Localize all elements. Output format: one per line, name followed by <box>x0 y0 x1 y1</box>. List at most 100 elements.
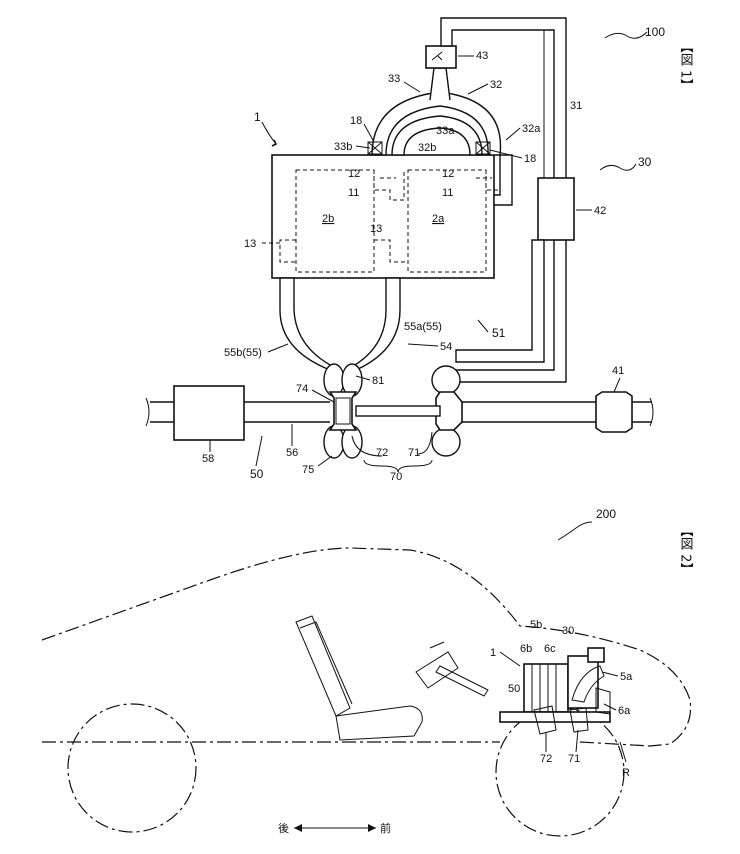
ref-12-left: 12 <box>348 168 360 180</box>
ref-55a: 55a(55) <box>404 321 442 333</box>
ref-56: 56 <box>286 447 298 459</box>
intake-runner-inner <box>391 115 483 156</box>
leader-100 <box>604 31 648 39</box>
leader-30 <box>599 163 637 171</box>
ref-6a: 6a <box>618 705 631 717</box>
ref-18-left: 18 <box>350 115 362 127</box>
ref-33: 33 <box>388 73 400 85</box>
figure-1-label: 【図 1】 <box>678 40 694 91</box>
seat <box>295 615 423 741</box>
air-cleaner-41 <box>595 391 633 433</box>
ref-30: 30 <box>638 155 652 169</box>
throttle-43 <box>425 45 457 69</box>
ref-32a: 32a <box>522 123 541 135</box>
intake-y-pipe <box>429 67 451 101</box>
ref-5b: 5b <box>530 619 542 631</box>
front-wheel <box>495 707 625 837</box>
direction-front: 前 <box>380 821 391 835</box>
turbine-housing-74 <box>323 363 363 459</box>
ref-13-left: 13 <box>244 238 256 250</box>
ref-70: 70 <box>390 471 402 483</box>
ref-11-right: 11 <box>442 187 453 199</box>
ref-42: 42 <box>594 205 606 217</box>
direction-indicator: 後 前 <box>278 821 391 835</box>
leader-54 <box>407 343 439 347</box>
exhaust-port-2b <box>279 239 296 263</box>
ref-50: 50 <box>250 467 264 481</box>
ref-41: 41 <box>612 365 624 377</box>
arrow-right-icon <box>368 824 376 832</box>
cylinder-2a <box>407 169 487 273</box>
intake-runner-32a <box>493 154 513 206</box>
intake-inlet <box>632 401 652 423</box>
engine-compartment <box>499 647 611 735</box>
leader-fig2-71 <box>575 729 579 753</box>
fig2-ref-30: 30 <box>562 625 574 637</box>
fig2-ref-72: 72 <box>540 753 552 765</box>
leader-71 <box>417 431 433 455</box>
muffler-58 <box>173 385 245 441</box>
intercooler-42 <box>537 177 575 241</box>
ref-18-right: 18 <box>524 153 536 165</box>
ref-55b: 55b(55) <box>224 347 262 359</box>
leader-51 <box>477 319 489 333</box>
ref-74: 74 <box>296 383 308 395</box>
ref-6c: 6c <box>544 643 556 655</box>
leader-R <box>619 741 627 763</box>
intake-port-2b <box>373 170 405 201</box>
leader-74 <box>311 389 335 403</box>
ref-5a: 5a <box>620 671 633 683</box>
exhaust-port-2a <box>374 239 408 263</box>
ref-2b: 2b <box>322 213 334 225</box>
ref-51: 51 <box>492 326 506 340</box>
figure-1: 【図 1】 100 1 2b 2a 12 11 12 11 13 13 <box>145 17 694 483</box>
engine-block <box>271 154 495 279</box>
ref-engine-1: 1 <box>254 110 261 124</box>
leader-75 <box>317 455 333 467</box>
ref-58: 58 <box>202 453 214 465</box>
ground-line <box>42 741 651 747</box>
ref-6b: 6b <box>520 643 532 655</box>
leader-5a <box>601 671 619 677</box>
ref-R: R <box>622 767 630 779</box>
pipe-to-compressor <box>455 239 545 363</box>
ref-75: 75 <box>302 464 314 476</box>
ref-33b: 33b <box>334 141 352 153</box>
leader-81 <box>355 375 371 381</box>
ref-32: 32 <box>490 79 502 91</box>
leader-41 <box>613 377 621 393</box>
leader-6a <box>603 703 617 711</box>
leader-33 <box>403 81 421 93</box>
rear-wheel <box>67 703 197 833</box>
leader-32 <box>467 83 489 95</box>
ref-200: 200 <box>596 507 616 521</box>
exhaust-tail-pipe <box>150 401 174 423</box>
ref-12-right: 12 <box>442 168 454 180</box>
intake-break <box>649 397 654 427</box>
ref-81: 81 <box>372 375 384 387</box>
brace-70 <box>363 459 433 473</box>
turbo-shaft-70 <box>355 405 441 417</box>
leader-72 <box>351 435 383 457</box>
ref-54: 54 <box>440 341 452 353</box>
leader-18-right <box>489 149 523 159</box>
fig2-ref-engine: 1 <box>490 647 496 659</box>
exhaust-pipe-56 <box>244 401 330 423</box>
exhaust-break <box>145 397 150 427</box>
ref-11-left: 11 <box>348 187 359 199</box>
ref-32b: 32b <box>418 142 436 154</box>
fig2-ref-50: 50 <box>508 683 520 695</box>
ref-13-mid: 13 <box>370 223 382 235</box>
exhaust-pipe-55a <box>345 277 401 371</box>
arrow-left-icon <box>294 824 302 832</box>
ref-100: 100 <box>645 25 665 39</box>
cylinder-2b <box>295 169 375 273</box>
leader-18-left <box>363 123 375 143</box>
ref-2a: 2a <box>432 213 445 225</box>
exhaust-pipe-55b <box>279 277 341 371</box>
valve-18-right <box>475 141 491 155</box>
leader-55b <box>267 343 289 353</box>
intake-pipe-to-41 <box>462 401 596 423</box>
leader-32a <box>505 127 521 141</box>
